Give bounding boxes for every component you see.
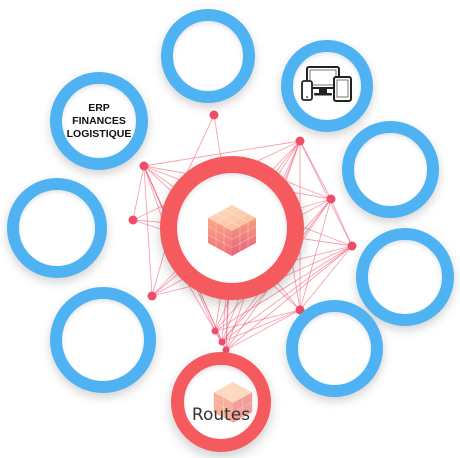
network-dot: [347, 241, 357, 251]
network-dot: [326, 194, 336, 204]
central-hub[interactable]: [160, 156, 304, 300]
network-dot: [222, 346, 230, 354]
isometric-cube-icon: [209, 377, 257, 431]
node-right-upper[interactable]: [342, 121, 439, 218]
node-devices[interactable]: [281, 40, 373, 132]
network-dot: [218, 338, 226, 346]
routes-label: Routes: [191, 405, 251, 425]
node-left-lower[interactable]: [50, 287, 156, 393]
devices-icon: [301, 64, 353, 108]
network-dot: [128, 215, 138, 225]
node-left-middle[interactable]: [7, 178, 107, 278]
node-routes[interactable]: Routes: [171, 352, 271, 452]
erp-line-3: LOGISTIQUE: [66, 127, 132, 140]
network-dot: [211, 327, 219, 335]
node-erp[interactable]: ERP FINANCES LOGISTIQUE: [50, 72, 148, 170]
erp-line-2: FINANCES: [72, 114, 126, 127]
erp-label: ERP FINANCES LOGISTIQUE: [67, 102, 132, 141]
erp-line-1: ERP: [88, 101, 110, 114]
node-right-middle[interactable]: [356, 228, 454, 326]
network-dot: [147, 291, 157, 301]
node-bottom-right[interactable]: [286, 300, 383, 397]
network-dot: [139, 161, 149, 171]
node-top[interactable]: [161, 9, 255, 103]
network-dot: [209, 110, 219, 120]
network-dot: [295, 136, 305, 146]
isometric-cube-icon: [202, 200, 262, 264]
